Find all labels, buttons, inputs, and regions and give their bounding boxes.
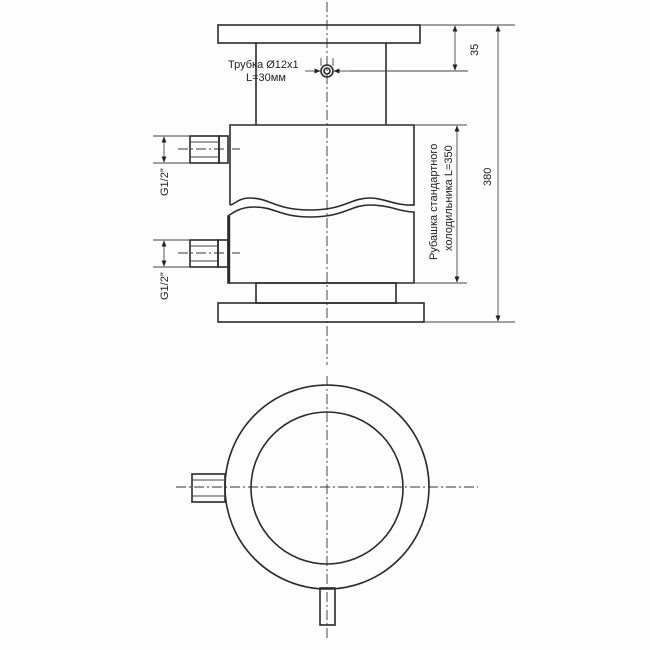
jacket-label-line1: Рубашка стандартного bbox=[428, 144, 440, 260]
dim-top-35: 35 bbox=[469, 44, 481, 56]
top-flange bbox=[217, 24, 421, 44]
tube-symbol bbox=[305, 58, 468, 78]
fitting-upper-label: G1/2″ bbox=[159, 168, 171, 196]
fitting-lower-label: G1/2″ bbox=[159, 272, 171, 300]
dim-total-380: 380 bbox=[482, 168, 494, 186]
jacket-lower bbox=[227, 204, 415, 284]
top-view-side-fitting bbox=[191, 473, 226, 503]
upper-fitting bbox=[178, 135, 240, 164]
tube-label-line1: Трубка Ø12x1 bbox=[228, 59, 299, 71]
tube-label-line2: L=30мм bbox=[246, 72, 286, 84]
inner-circle bbox=[250, 411, 404, 565]
bottom-stem bbox=[255, 282, 397, 304]
fitting-dimensions bbox=[153, 135, 190, 268]
top-view-tube-stub bbox=[319, 587, 336, 626]
top-view bbox=[176, 376, 478, 640]
bottom-flange bbox=[217, 302, 425, 323]
lower-fitting bbox=[178, 239, 240, 268]
jacket-label-line2: холодильника L=350 bbox=[443, 145, 455, 251]
front-view: Трубка Ø12x1 L=30мм bbox=[153, 2, 515, 365]
right-dimensions bbox=[414, 24, 515, 323]
jacket-upper bbox=[229, 124, 415, 211]
